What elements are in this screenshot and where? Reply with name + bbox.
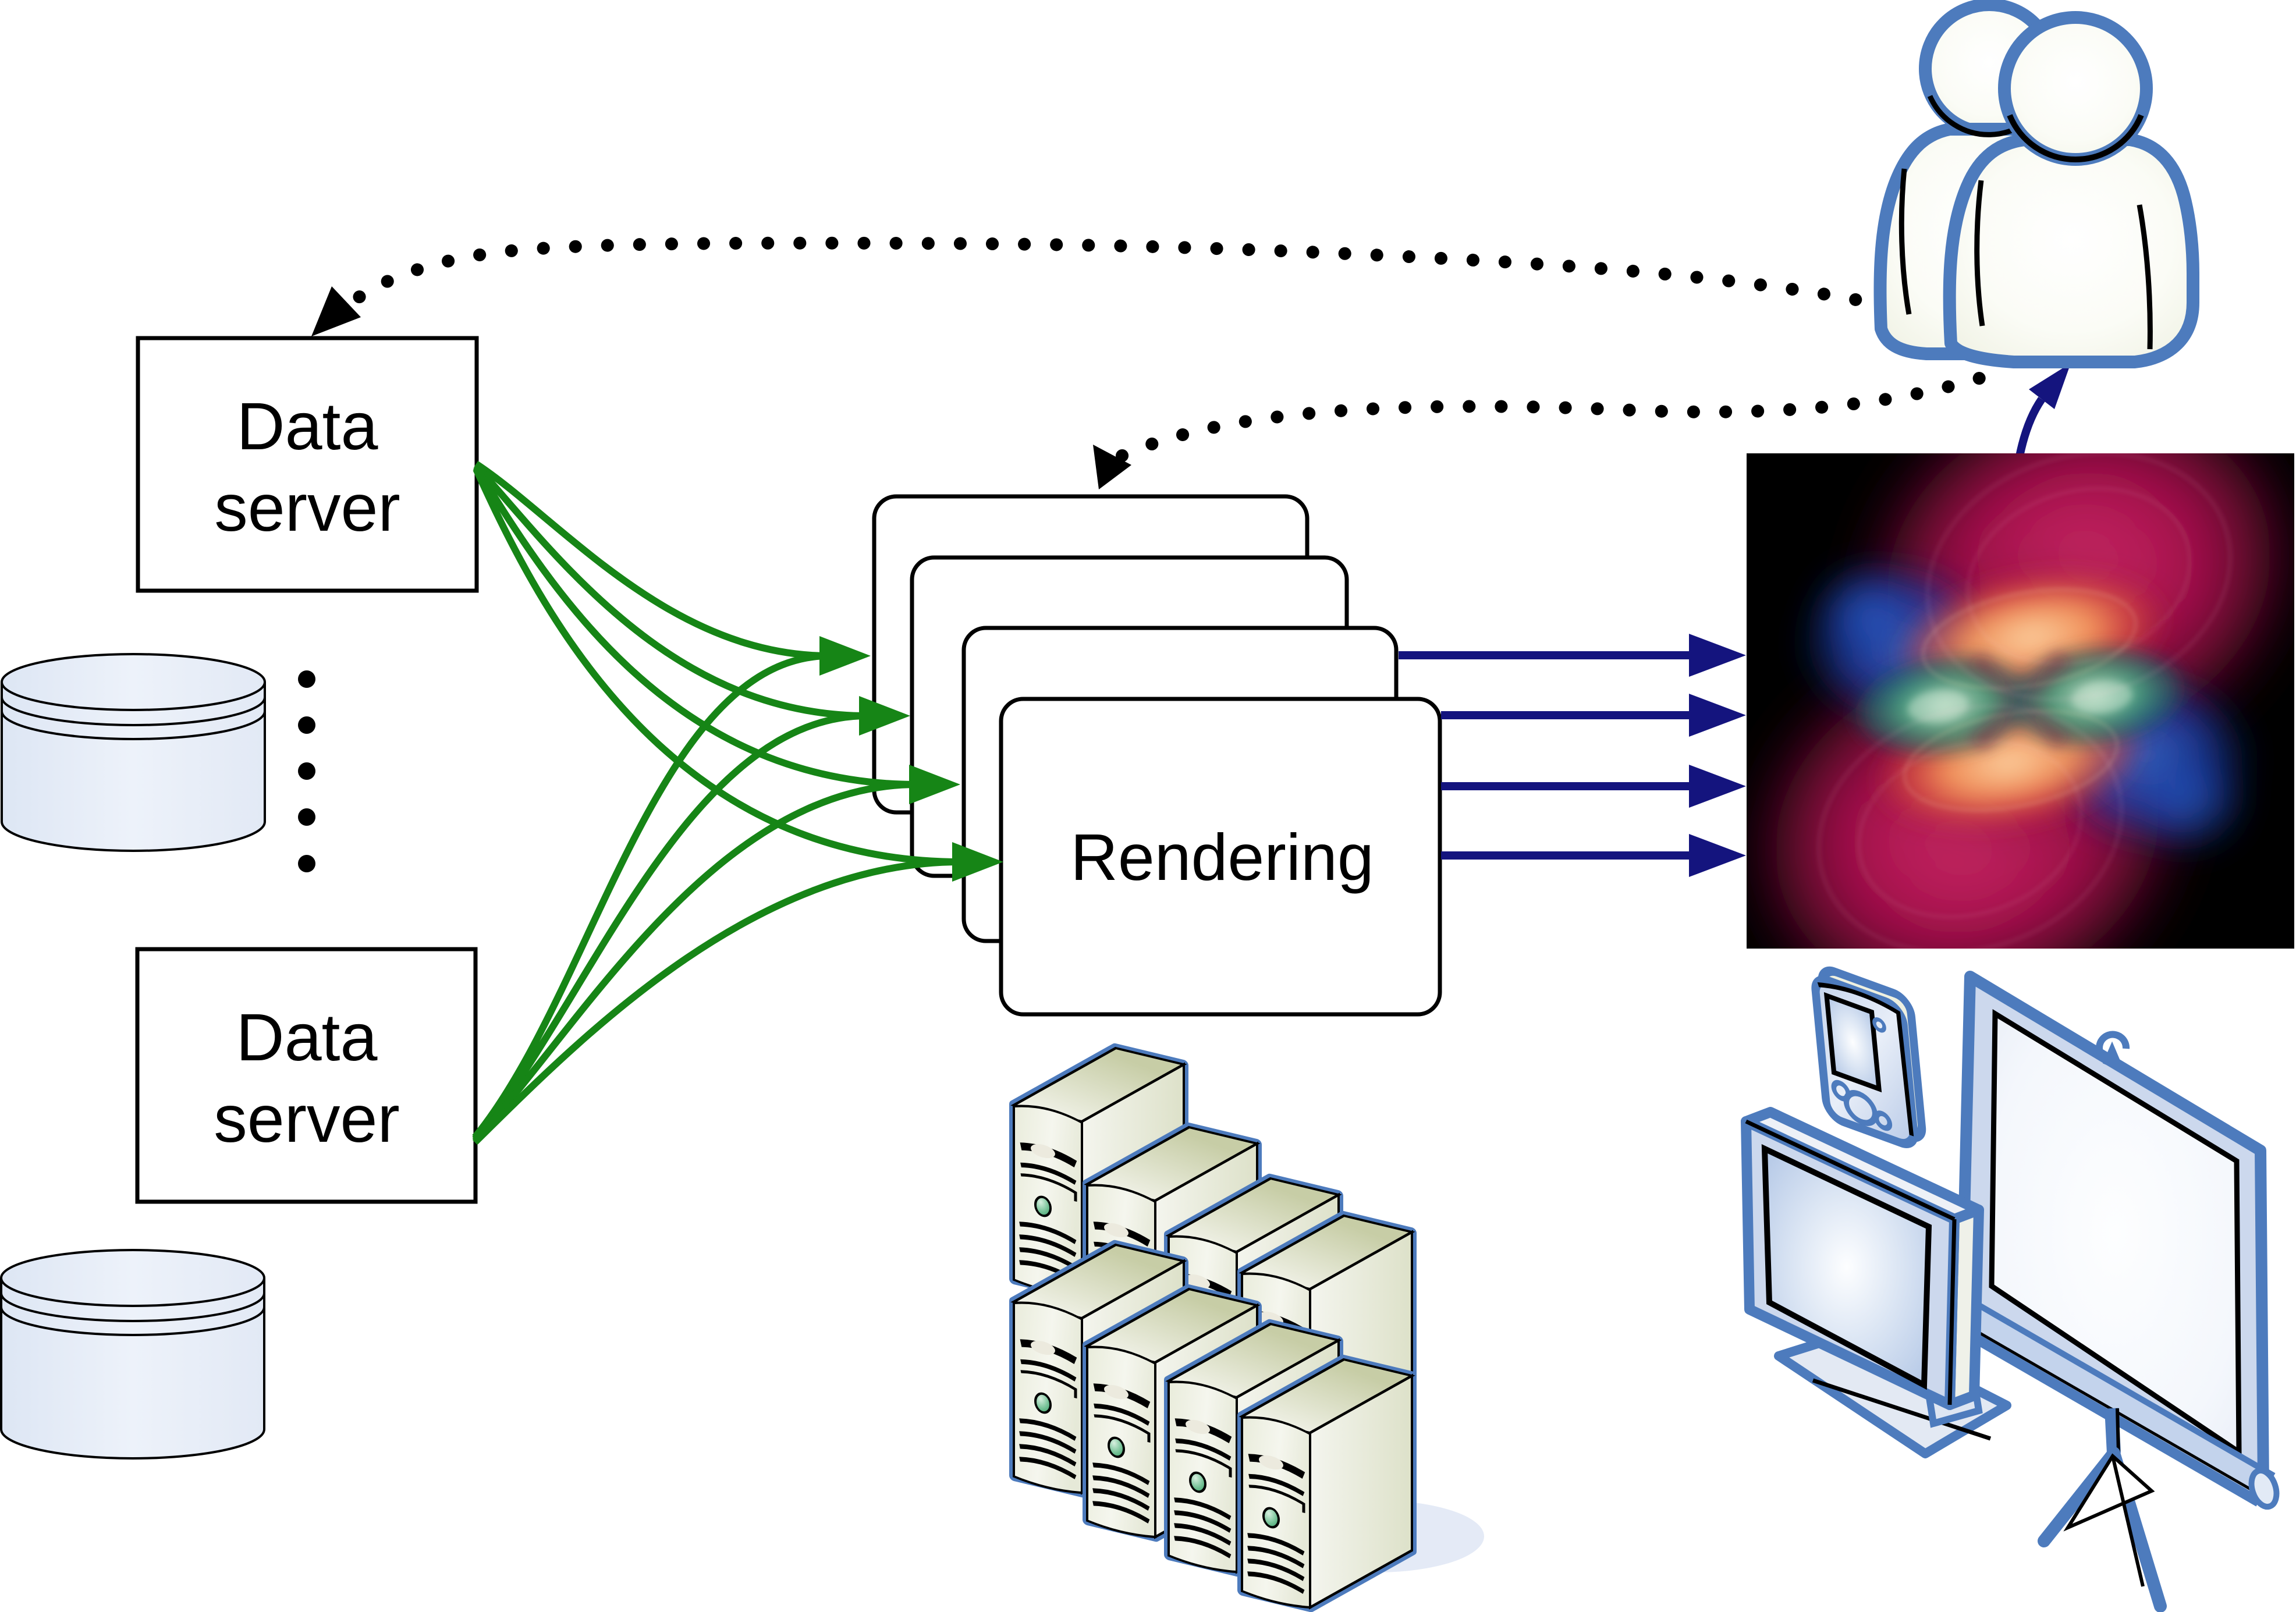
svg-text:Data: Data bbox=[236, 1000, 378, 1075]
svg-text:server: server bbox=[214, 471, 400, 545]
svg-text:server: server bbox=[214, 1082, 400, 1156]
svg-text:Data: Data bbox=[237, 389, 378, 464]
svg-text:Rendering: Rendering bbox=[1070, 821, 1374, 894]
